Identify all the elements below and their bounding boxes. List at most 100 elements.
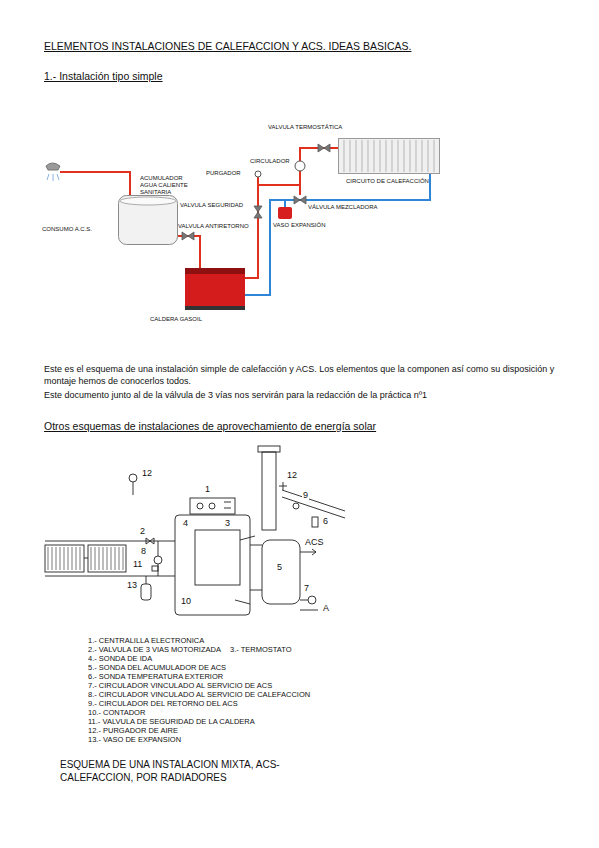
part-label: CALDERA GASOIL — [150, 316, 202, 323]
callout-number: 9 — [302, 490, 309, 500]
caption: ESQUEMA DE UNA INSTALACION MIXTA, ACS- C… — [60, 758, 325, 784]
valve-symbol — [182, 232, 194, 240]
radiator-fin — [64, 547, 65, 570]
sketch — [235, 536, 255, 604]
radiator-fin — [434, 140, 435, 172]
callout-number: 7 — [303, 583, 310, 593]
sketch — [279, 482, 287, 490]
valve-symbol — [318, 144, 330, 152]
sketch — [45, 541, 175, 576]
sketch — [133, 482, 134, 495]
radiator-fin — [362, 140, 363, 172]
tank-top — [120, 197, 176, 205]
sketch — [300, 600, 318, 610]
radiator-fin — [350, 140, 351, 172]
sketch — [258, 446, 280, 452]
legend-item: 2.- VALVULA DE 3 VIAS MOTORIZADA — [88, 646, 221, 655]
legend-item: 7.- CIRCULADOR VINCULADO AL SERVICIO DE … — [88, 682, 272, 691]
return-pipe — [284, 200, 286, 207]
shower-head — [57, 174, 59, 180]
valve-symbol — [294, 196, 306, 204]
sketch — [195, 530, 240, 585]
sketch — [262, 540, 300, 604]
tank-body — [119, 196, 178, 245]
radiator-fin — [48, 547, 49, 570]
callout-number: 5 — [276, 562, 283, 572]
part-label: ACUMULADOR AGUA CALIENTE SANITARIA — [140, 175, 200, 196]
radiator-fin — [72, 547, 73, 570]
section-heading: Otros esquemas de instalaciones de aprov… — [44, 420, 376, 432]
part-label: VALVULA ANTIRETORNO — [178, 223, 249, 230]
radiator-fin — [422, 140, 423, 172]
hot-water-pipe — [299, 185, 301, 195]
sketch — [129, 474, 137, 482]
sketch — [250, 545, 262, 590]
sketch — [224, 502, 231, 508]
sketch — [88, 545, 126, 572]
pipe-connector — [178, 236, 200, 268]
boiler-body — [185, 268, 245, 310]
radiator-fin — [76, 547, 77, 570]
radiator-shape — [338, 138, 440, 174]
sketch — [146, 538, 154, 544]
radiator-fin — [99, 547, 100, 570]
vessel-body — [278, 207, 292, 219]
part-label: CIRCULADOR — [250, 158, 290, 165]
radiator-fin — [368, 140, 369, 172]
sketch — [141, 584, 151, 600]
legend-item: 13.- VASO DE EXPANSION — [88, 736, 181, 745]
hot-water-pipe — [60, 172, 130, 195]
callout-number: ACS — [304, 537, 325, 547]
shower-head — [46, 163, 60, 170]
callout-number: 6 — [322, 516, 329, 526]
sketch — [45, 446, 345, 615]
legend-item: 3.- TERMOSTATO — [230, 646, 292, 655]
legend-item: 8.- CIRCULADOR VINCULADO AL SERVICIO DE … — [88, 691, 310, 700]
sketch — [300, 549, 316, 555]
callout-number: 1 — [204, 484, 211, 494]
radiator: CIRCUITO DE CALEFACCIÓN — [338, 138, 440, 174]
sketch — [312, 517, 318, 527]
boiler-shape — [185, 268, 245, 310]
sketch — [146, 576, 147, 584]
sketch — [209, 503, 215, 509]
storage-tank-shape — [118, 195, 178, 245]
radiator-fin — [404, 140, 405, 172]
sketch — [282, 490, 345, 518]
radiator-fin — [380, 140, 381, 172]
radiator-fin — [103, 547, 104, 570]
body-text: Este documento junto al de la válvula de… — [44, 389, 574, 401]
hot-water-pipe — [60, 172, 300, 195]
callout-number: 12 — [141, 468, 153, 478]
radiator-fin — [115, 547, 116, 570]
radiator-fin — [80, 547, 81, 570]
section-heading: 1.- Instalación tipo simple — [44, 70, 162, 82]
sketch — [175, 515, 250, 615]
radiator-fin — [410, 140, 411, 172]
boiler: CALDERA GASOIL — [185, 268, 245, 310]
part-label: PURGADOR — [206, 170, 241, 177]
sketch — [308, 596, 316, 604]
valve-symbol — [254, 206, 262, 218]
callout-number: 4 — [182, 518, 189, 528]
shower-head — [47, 174, 49, 180]
shower-head — [46, 163, 60, 181]
legend-item: 12.- PURGADOR DE AIRE — [88, 727, 178, 736]
callout-number: 2 — [139, 526, 146, 536]
expansion-vessel-shape — [278, 207, 292, 219]
callout-number: 3 — [224, 518, 231, 528]
part-label: VASO EXPANSIÓN — [273, 222, 325, 229]
return-pipe — [245, 174, 430, 295]
radiator-fin — [344, 140, 345, 172]
legend-item: 4.- SONDA DE IDA — [88, 655, 152, 664]
body-text: Este es el esquema de una instalación si… — [44, 363, 574, 387]
radiator-fin — [60, 547, 61, 570]
page-title: ELEMENTOS INSTALACIONES DE CALEFACCION Y… — [44, 40, 411, 52]
radiator-fin — [68, 547, 69, 570]
hot-water-pipe — [257, 177, 259, 185]
callout-number: 12 — [286, 470, 298, 480]
sketch — [262, 452, 276, 530]
radiator-fin — [123, 547, 124, 570]
return-pipe — [245, 174, 430, 295]
pipe-connector — [245, 148, 338, 278]
